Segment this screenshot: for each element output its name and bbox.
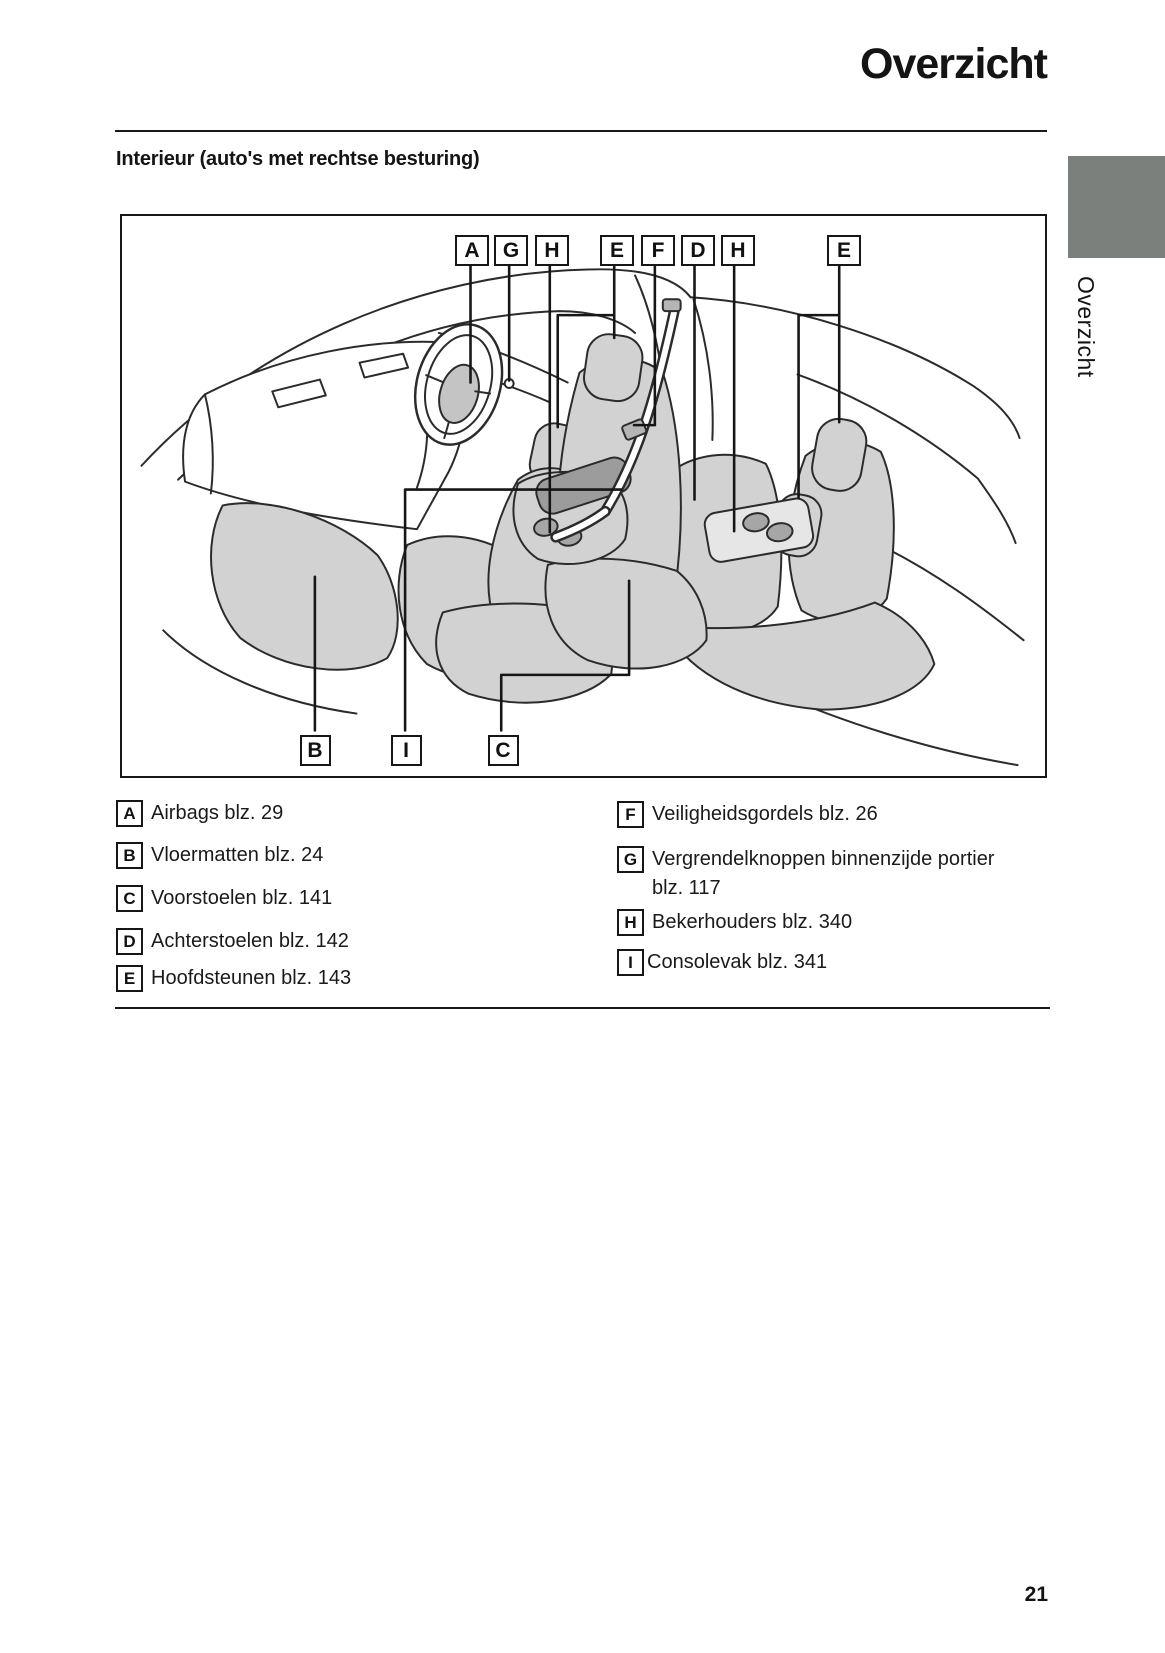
chapter-tab [1068, 156, 1165, 258]
chapter-tab-label: Overzicht [1073, 276, 1099, 378]
callout-E: E [600, 235, 634, 266]
callout-H: H [721, 235, 755, 266]
callout-A: A [455, 235, 489, 266]
callout-I: I [390, 735, 422, 766]
seat-belt [550, 298, 682, 543]
legend-row: I Consolevak blz. 341 [617, 948, 827, 977]
legend-key-F: F [617, 801, 644, 828]
legend-key-I: I [617, 949, 644, 976]
legend-key-D: D [116, 928, 143, 955]
legend-row: B Vloermatten blz. 24 [116, 841, 323, 870]
legend-text: Bekerhouders blz. 340 [652, 911, 853, 933]
legend-key-G: G [617, 846, 644, 873]
legend-text: Voorstoelen blz. 141 [151, 887, 333, 909]
dashboard [182, 340, 468, 531]
callout-E: E [827, 235, 861, 266]
legend-key-H: H [617, 909, 644, 936]
rear-armrest-cupholders [703, 497, 815, 563]
legend-text: Consolevak blz. 341 [647, 951, 828, 973]
legend-row: H Bekerhouders blz. 340 [617, 908, 852, 937]
callout-B: B [299, 735, 331, 766]
callout-C: C [487, 735, 519, 766]
steering-wheel [413, 323, 504, 446]
legend-key-B: B [116, 842, 143, 869]
legend-text: Airbags blz. 29 [151, 802, 284, 824]
bottom-divider [115, 1007, 1050, 1009]
page-number: 21 [1024, 1583, 1048, 1606]
page-title: Overzicht [860, 40, 1048, 88]
legend-key-C: C [116, 885, 143, 912]
center-console [512, 456, 632, 565]
legend-text: Hoofdsteunen blz. 143 [151, 967, 352, 989]
callout-G: G [494, 235, 528, 266]
legend-row: D Achterstoelen blz. 142 [116, 927, 349, 956]
legend-text: Achterstoelen blz. 142 [151, 930, 349, 952]
legend-text: Vloermatten blz. 24 [151, 844, 324, 866]
legend-text: Vergrendelknoppen binnenzijde portier bl… [652, 848, 995, 899]
car-interior-illustration [140, 263, 1025, 767]
legend-row: C Voorstoelen blz. 141 [116, 884, 332, 913]
legend-row: G Vergrendelknoppen binnenzijde portier … [617, 845, 1004, 903]
legend-key-E: E [116, 965, 143, 992]
callout-D: D [681, 235, 715, 266]
callout-H: H [535, 235, 569, 266]
rear-seats [655, 417, 936, 711]
legend-row: A Airbags blz. 29 [116, 799, 283, 828]
section-heading: Interieur (auto's met rechtse besturing) [116, 148, 480, 170]
legend-key-A: A [116, 800, 143, 827]
legend-row: E Hoofdsteunen blz. 143 [116, 964, 351, 993]
legend-row: F Veiligheidsgordels blz. 26 [617, 800, 878, 829]
title-divider [115, 130, 1047, 132]
leader-lines [313, 263, 841, 732]
legend-text: Veiligheidsgordels blz. 26 [652, 803, 878, 825]
callout-F: F [641, 235, 675, 266]
